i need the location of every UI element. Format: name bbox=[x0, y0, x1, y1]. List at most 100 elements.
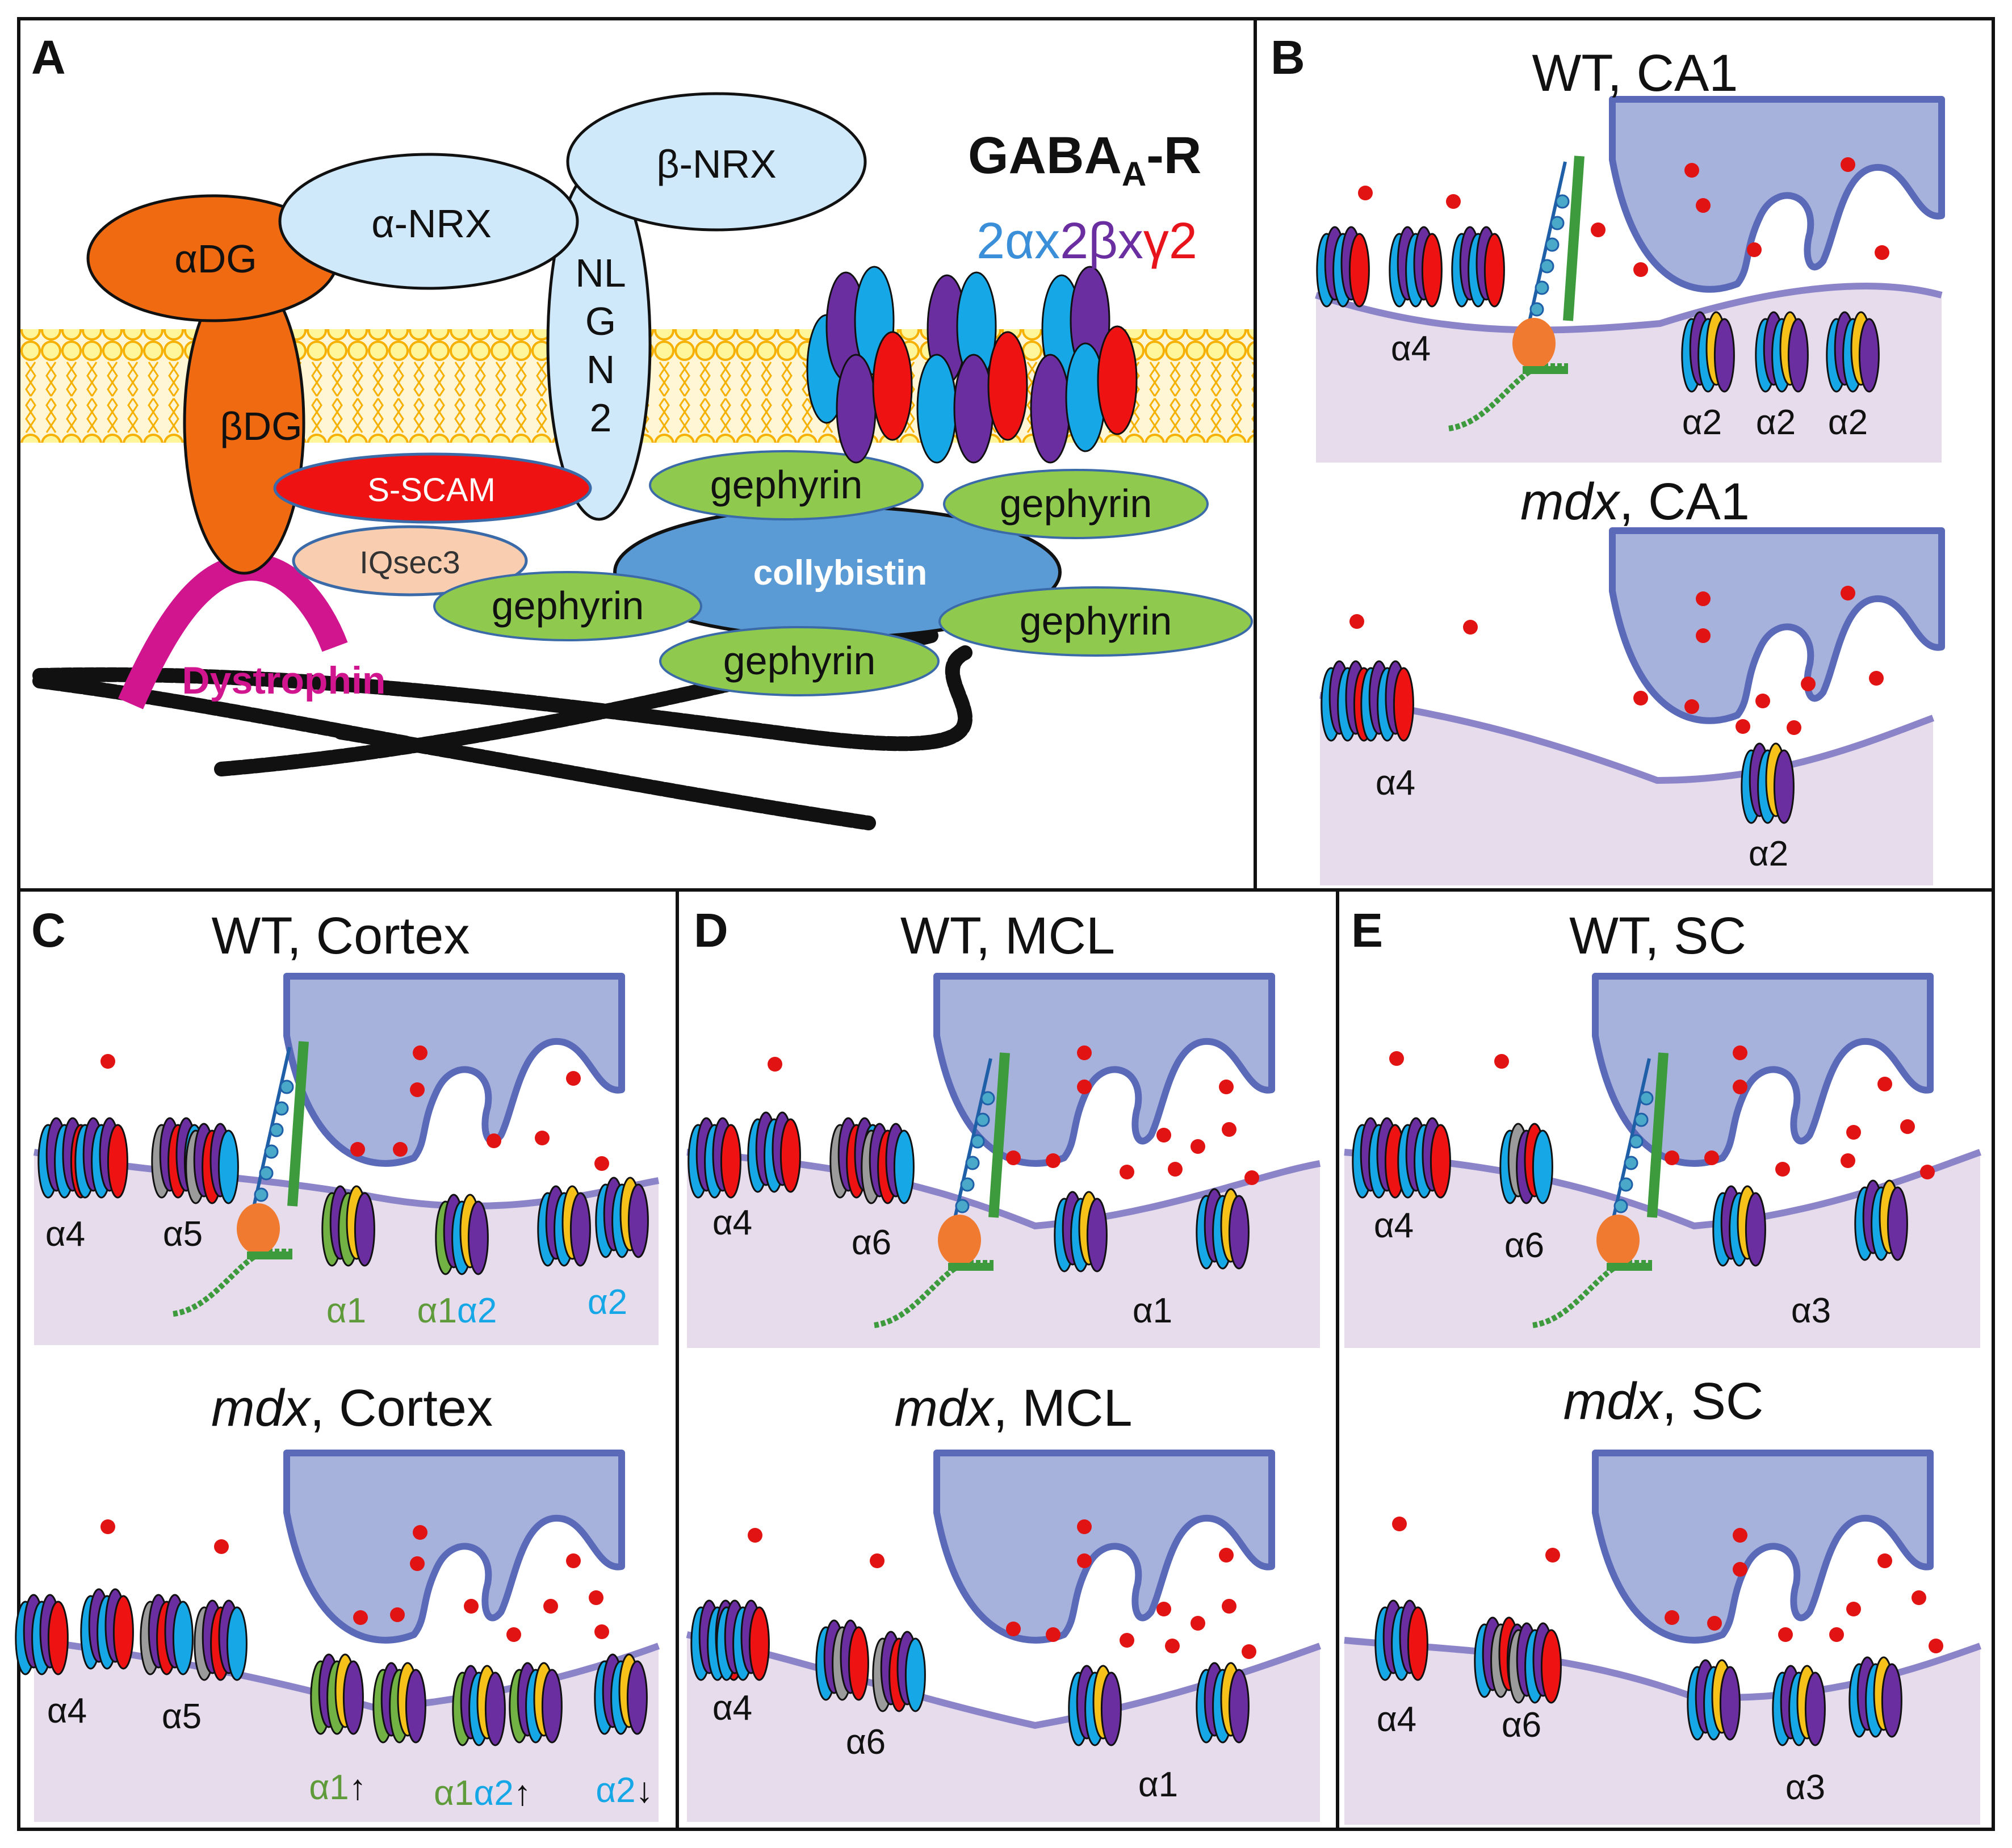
receptor-subunit bbox=[405, 1669, 426, 1744]
title-e-mdx: mdx, SC bbox=[1564, 1372, 1764, 1430]
presynaptic-terminal bbox=[933, 1450, 1275, 1644]
title-d-wt: WT, MCL bbox=[900, 907, 1115, 965]
alpha-label: α2 bbox=[1828, 403, 1868, 442]
complex-base bbox=[247, 1251, 292, 1259]
gaba-molecule bbox=[1841, 157, 1855, 172]
label-sscam: S-SCAM bbox=[367, 472, 496, 509]
postsynaptic-cell bbox=[687, 1152, 1320, 1348]
gaba-molecule bbox=[1755, 694, 1770, 708]
dystroglycan-core bbox=[938, 1215, 981, 1266]
dg-bead bbox=[965, 1156, 980, 1170]
alpha-label: α3 bbox=[1785, 1768, 1825, 1807]
alpha1-alpha2-label: α1α2 bbox=[417, 1291, 497, 1330]
receptor-subunit bbox=[1421, 233, 1443, 308]
label-iqsec3: IQsec3 bbox=[359, 544, 460, 580]
gaba-molecule bbox=[100, 1519, 115, 1534]
label-nlgn-line1: NL bbox=[575, 251, 626, 295]
gaba-molecule bbox=[1846, 1125, 1861, 1140]
gaba-molecule bbox=[1545, 1548, 1560, 1563]
gaba-molecule bbox=[1696, 628, 1711, 643]
receptor-subunit bbox=[779, 1118, 801, 1193]
panel-b-letter: B bbox=[1271, 31, 1305, 84]
gaba-a-subunit bbox=[836, 354, 877, 464]
alpha-label: α4 bbox=[1377, 1700, 1416, 1739]
title-b-mdx: mdx, CA1 bbox=[1520, 473, 1750, 531]
gaba-molecule bbox=[1120, 1633, 1134, 1648]
receptor-subunit bbox=[541, 1669, 563, 1744]
gaba-molecule bbox=[1733, 1562, 1747, 1577]
gaba-molecule bbox=[589, 1590, 603, 1605]
alpha1-up-label: α1↑ bbox=[309, 1768, 366, 1807]
alpha-label: α4 bbox=[1374, 1206, 1414, 1245]
dg-bead bbox=[1619, 1177, 1633, 1192]
gaba-molecule bbox=[1494, 1054, 1509, 1069]
presynaptic-terminal bbox=[283, 973, 625, 1167]
receptor-subunit bbox=[1881, 1663, 1902, 1738]
gaba-a-r-title: GABAA-R bbox=[968, 127, 1201, 193]
gaba-molecule bbox=[1787, 720, 1801, 735]
gaba-molecule bbox=[1222, 1599, 1236, 1614]
receptor-subunit bbox=[217, 1129, 239, 1204]
gaba-molecule bbox=[1869, 671, 1884, 686]
gaba-molecule bbox=[1165, 1639, 1180, 1653]
alpha-label: α1 bbox=[1133, 1291, 1172, 1330]
label-gephyrin-3: gephyrin bbox=[492, 583, 644, 628]
gaba-molecule bbox=[1841, 586, 1855, 600]
alpha-label: α3 bbox=[1791, 1291, 1831, 1330]
gaba-molecule bbox=[393, 1142, 408, 1157]
gaba-molecule bbox=[1920, 1165, 1935, 1179]
label-beta-nrx: β-NRX bbox=[656, 142, 776, 186]
gaba-molecule bbox=[1006, 1622, 1021, 1636]
receptor-subunit bbox=[1787, 318, 1809, 393]
receptor-subunit bbox=[893, 1129, 915, 1204]
gaba-molecule bbox=[1841, 1153, 1855, 1168]
receptor-subunit bbox=[1773, 749, 1795, 824]
gaba-molecule bbox=[1077, 1080, 1092, 1094]
dg-bead bbox=[955, 1199, 970, 1213]
postsynaptic-membrane bbox=[1319, 692, 1935, 784]
gaba-molecule bbox=[1733, 1528, 1747, 1543]
receptor-subunit bbox=[107, 1124, 128, 1199]
panel-titles: WT, CA1 mdx, CA1 WT, Cortex mdx, Cortex … bbox=[211, 44, 1763, 1437]
gaba-molecule bbox=[1877, 1553, 1892, 1568]
gaba-molecule bbox=[1775, 1162, 1790, 1177]
dg-bead bbox=[960, 1177, 975, 1192]
gaba-molecule bbox=[1219, 1548, 1234, 1563]
receptor-subunit bbox=[626, 1660, 648, 1735]
gaba-a-subunit bbox=[872, 331, 913, 441]
postsynaptic-cell bbox=[1320, 695, 1933, 885]
presynaptic-terminal bbox=[283, 1450, 625, 1644]
gaba-molecule bbox=[1168, 1162, 1183, 1177]
gaba-molecule bbox=[1665, 1150, 1679, 1165]
receptor-subunit bbox=[1540, 1629, 1562, 1704]
dg-bead bbox=[1540, 259, 1554, 274]
gaba-molecule bbox=[1446, 194, 1461, 209]
receptor-subunit bbox=[1887, 1186, 1908, 1261]
label-nlgn-line3: N bbox=[586, 347, 615, 392]
label-gephyrin-2: gephyrin bbox=[1000, 481, 1152, 526]
gaba-molecule bbox=[1747, 242, 1762, 257]
gaba-molecule bbox=[413, 1525, 427, 1540]
gaba-molecule bbox=[1875, 245, 1889, 260]
dg-bead bbox=[1529, 302, 1544, 317]
label-nlgn-line2: G bbox=[585, 299, 616, 343]
receptor-subunit bbox=[627, 1183, 649, 1258]
label-nlgn-line4: 2 bbox=[590, 396, 612, 440]
dg-bead bbox=[1555, 194, 1570, 209]
panel-a: A αDG bbox=[20, 31, 1254, 830]
gaba-molecule bbox=[1704, 1150, 1719, 1165]
dg-bead bbox=[1624, 1156, 1638, 1170]
alpha-nrx-shape bbox=[278, 153, 579, 290]
dg-bead bbox=[975, 1112, 990, 1127]
alpha-label: α1 bbox=[1138, 1765, 1178, 1804]
gaba-molecule bbox=[870, 1553, 885, 1568]
gaba-molecule bbox=[464, 1599, 479, 1614]
alpha-label: α4 bbox=[1376, 763, 1415, 803]
dystroglycan-core bbox=[1512, 318, 1556, 369]
dg-bead bbox=[1545, 237, 1560, 252]
alpha-label: α2 bbox=[1749, 834, 1788, 873]
gaba-molecule bbox=[1077, 1045, 1092, 1060]
title-e-wt: WT, SC bbox=[1569, 907, 1746, 965]
sscam-shape bbox=[273, 452, 592, 524]
